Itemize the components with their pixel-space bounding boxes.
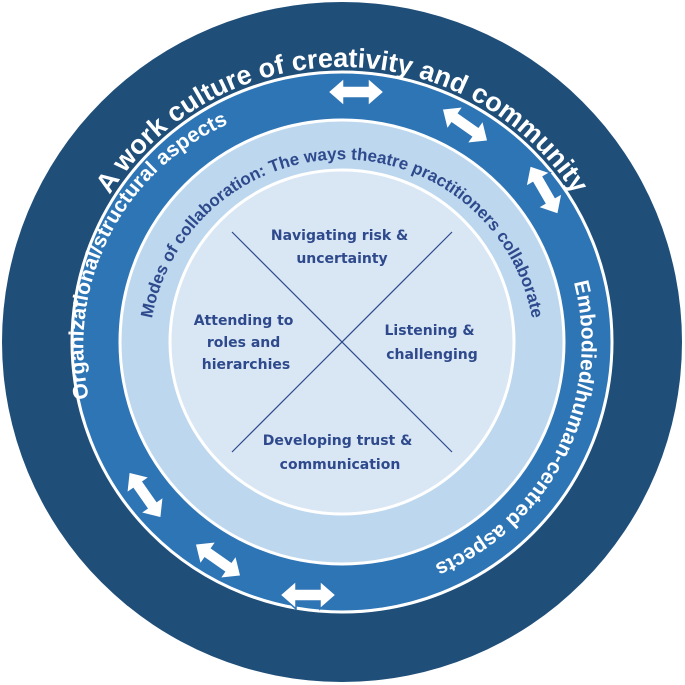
quadrant-right-line-1: Listening &: [385, 323, 475, 339]
quadrant-bottom-line-1: Developing trust &: [263, 433, 413, 449]
middle-ring-outline: [70, 70, 614, 614]
inner-ring-outline: [118, 118, 566, 566]
divider-line-2: [231, 231, 453, 453]
quadrant-left: Attending to roles and hierarchies: [194, 313, 299, 373]
double-arrow-icon: [278, 579, 338, 611]
quadrant-left-line-1: Attending to: [194, 313, 294, 329]
double-arrow-icon: [125, 471, 165, 519]
quadrant-top-line-1: Navigating risk &: [271, 228, 408, 244]
double-arrow-icon: [524, 164, 564, 216]
quadrant-right-line-2: challenging: [386, 347, 478, 363]
quadrant-bottom: Developing trust & communication: [263, 433, 417, 473]
quadrant-bottom-line-2: communication: [280, 457, 401, 473]
double-arrow-icon: [326, 76, 386, 108]
quadrant-left-line-2: roles and: [207, 335, 280, 351]
double-arrow-icon: [441, 105, 489, 145]
arrow-group: [125, 76, 564, 611]
quadrant-right: Listening & challenging: [385, 323, 480, 363]
quadrant-top-line-2: uncertainty: [296, 251, 387, 267]
quadrant-left-line-3: hierarchies: [202, 357, 290, 373]
quadrant-top: Navigating risk & uncertainty: [271, 228, 413, 267]
double-arrow-icon: [194, 540, 242, 580]
